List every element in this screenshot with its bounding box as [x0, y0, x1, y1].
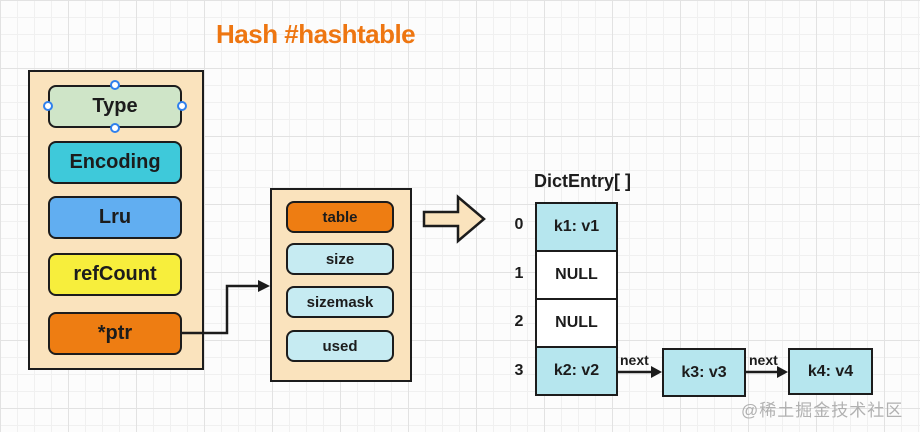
dictht-field-sizemask-label: sizemask — [306, 293, 374, 311]
robj-field-lru-label: Lru — [98, 206, 132, 228]
dictentry-slot-2-value: NULL — [555, 314, 598, 331]
entry-node-k4-value: k4: v4 — [807, 362, 854, 380]
dictht-field-size-label: size — [325, 250, 355, 268]
robj-field-type[interactable]: Type — [48, 85, 182, 128]
entry-node-k4[interactable]: k4: v4 — [788, 348, 873, 395]
next-edge-label-1: next — [620, 352, 649, 368]
selection-handle-left[interactable] — [43, 101, 53, 111]
robj-field-lru[interactable]: Lru — [48, 196, 182, 239]
next-edge-label-2: next — [749, 352, 778, 368]
robj-field-encoding-label: Encoding — [69, 151, 161, 173]
dictentry-array-shape[interactable]: k1: v1 NULL NULL k2: v2 — [535, 202, 618, 396]
robj-field-refcount-label: refCount — [73, 263, 157, 285]
selection-handle-top[interactable] — [110, 80, 120, 90]
dictht-field-table-label: table — [322, 208, 358, 226]
robj-field-ptr[interactable]: *ptr — [48, 312, 182, 355]
entry-node-k3-value: k3: v3 — [681, 363, 727, 381]
slot-index-1: 1 — [514, 265, 524, 282]
dictentry-slot-2[interactable]: NULL — [537, 298, 616, 346]
robj-field-refcount[interactable]: refCount — [48, 253, 182, 296]
dictentry-slot-1-value: NULL — [555, 266, 598, 283]
dictentry-slot-1[interactable]: NULL — [537, 250, 616, 298]
dictentry-slot-0-value: k1: v1 — [553, 218, 600, 235]
slot-index-3: 3 — [514, 362, 524, 379]
entry-node-k3[interactable]: k3: v3 — [662, 348, 746, 397]
robj-field-type-label: Type — [92, 95, 138, 117]
dictht-field-used[interactable]: used — [286, 330, 394, 362]
dictht-field-used-label: used — [322, 337, 358, 355]
dictht-field-table[interactable]: table — [286, 201, 394, 233]
dictht-field-sizemask[interactable]: sizemask — [286, 286, 394, 318]
slot-index-2: 2 — [514, 313, 524, 330]
dictentry-array-header: DictEntry[ ] — [534, 171, 632, 191]
block-arrow-right-icon[interactable] — [422, 194, 488, 246]
robj-field-ptr-label: *ptr — [97, 322, 133, 344]
diagram-title[interactable]: Hash #hashtable — [216, 19, 416, 49]
watermark-text: @稀土掘金技术社区 — [741, 401, 904, 420]
robj-field-encoding[interactable]: Encoding — [48, 141, 182, 184]
dictht-field-size[interactable]: size — [286, 243, 394, 275]
slot-index-0: 0 — [514, 216, 524, 233]
dictentry-slot-0[interactable]: k1: v1 — [537, 204, 616, 250]
dictentry-slot-3-value: k2: v2 — [553, 362, 600, 379]
dictentry-slot-3[interactable]: k2: v2 — [537, 346, 616, 394]
selection-handle-right[interactable] — [177, 101, 187, 111]
selection-handle-bottom[interactable] — [110, 123, 120, 133]
